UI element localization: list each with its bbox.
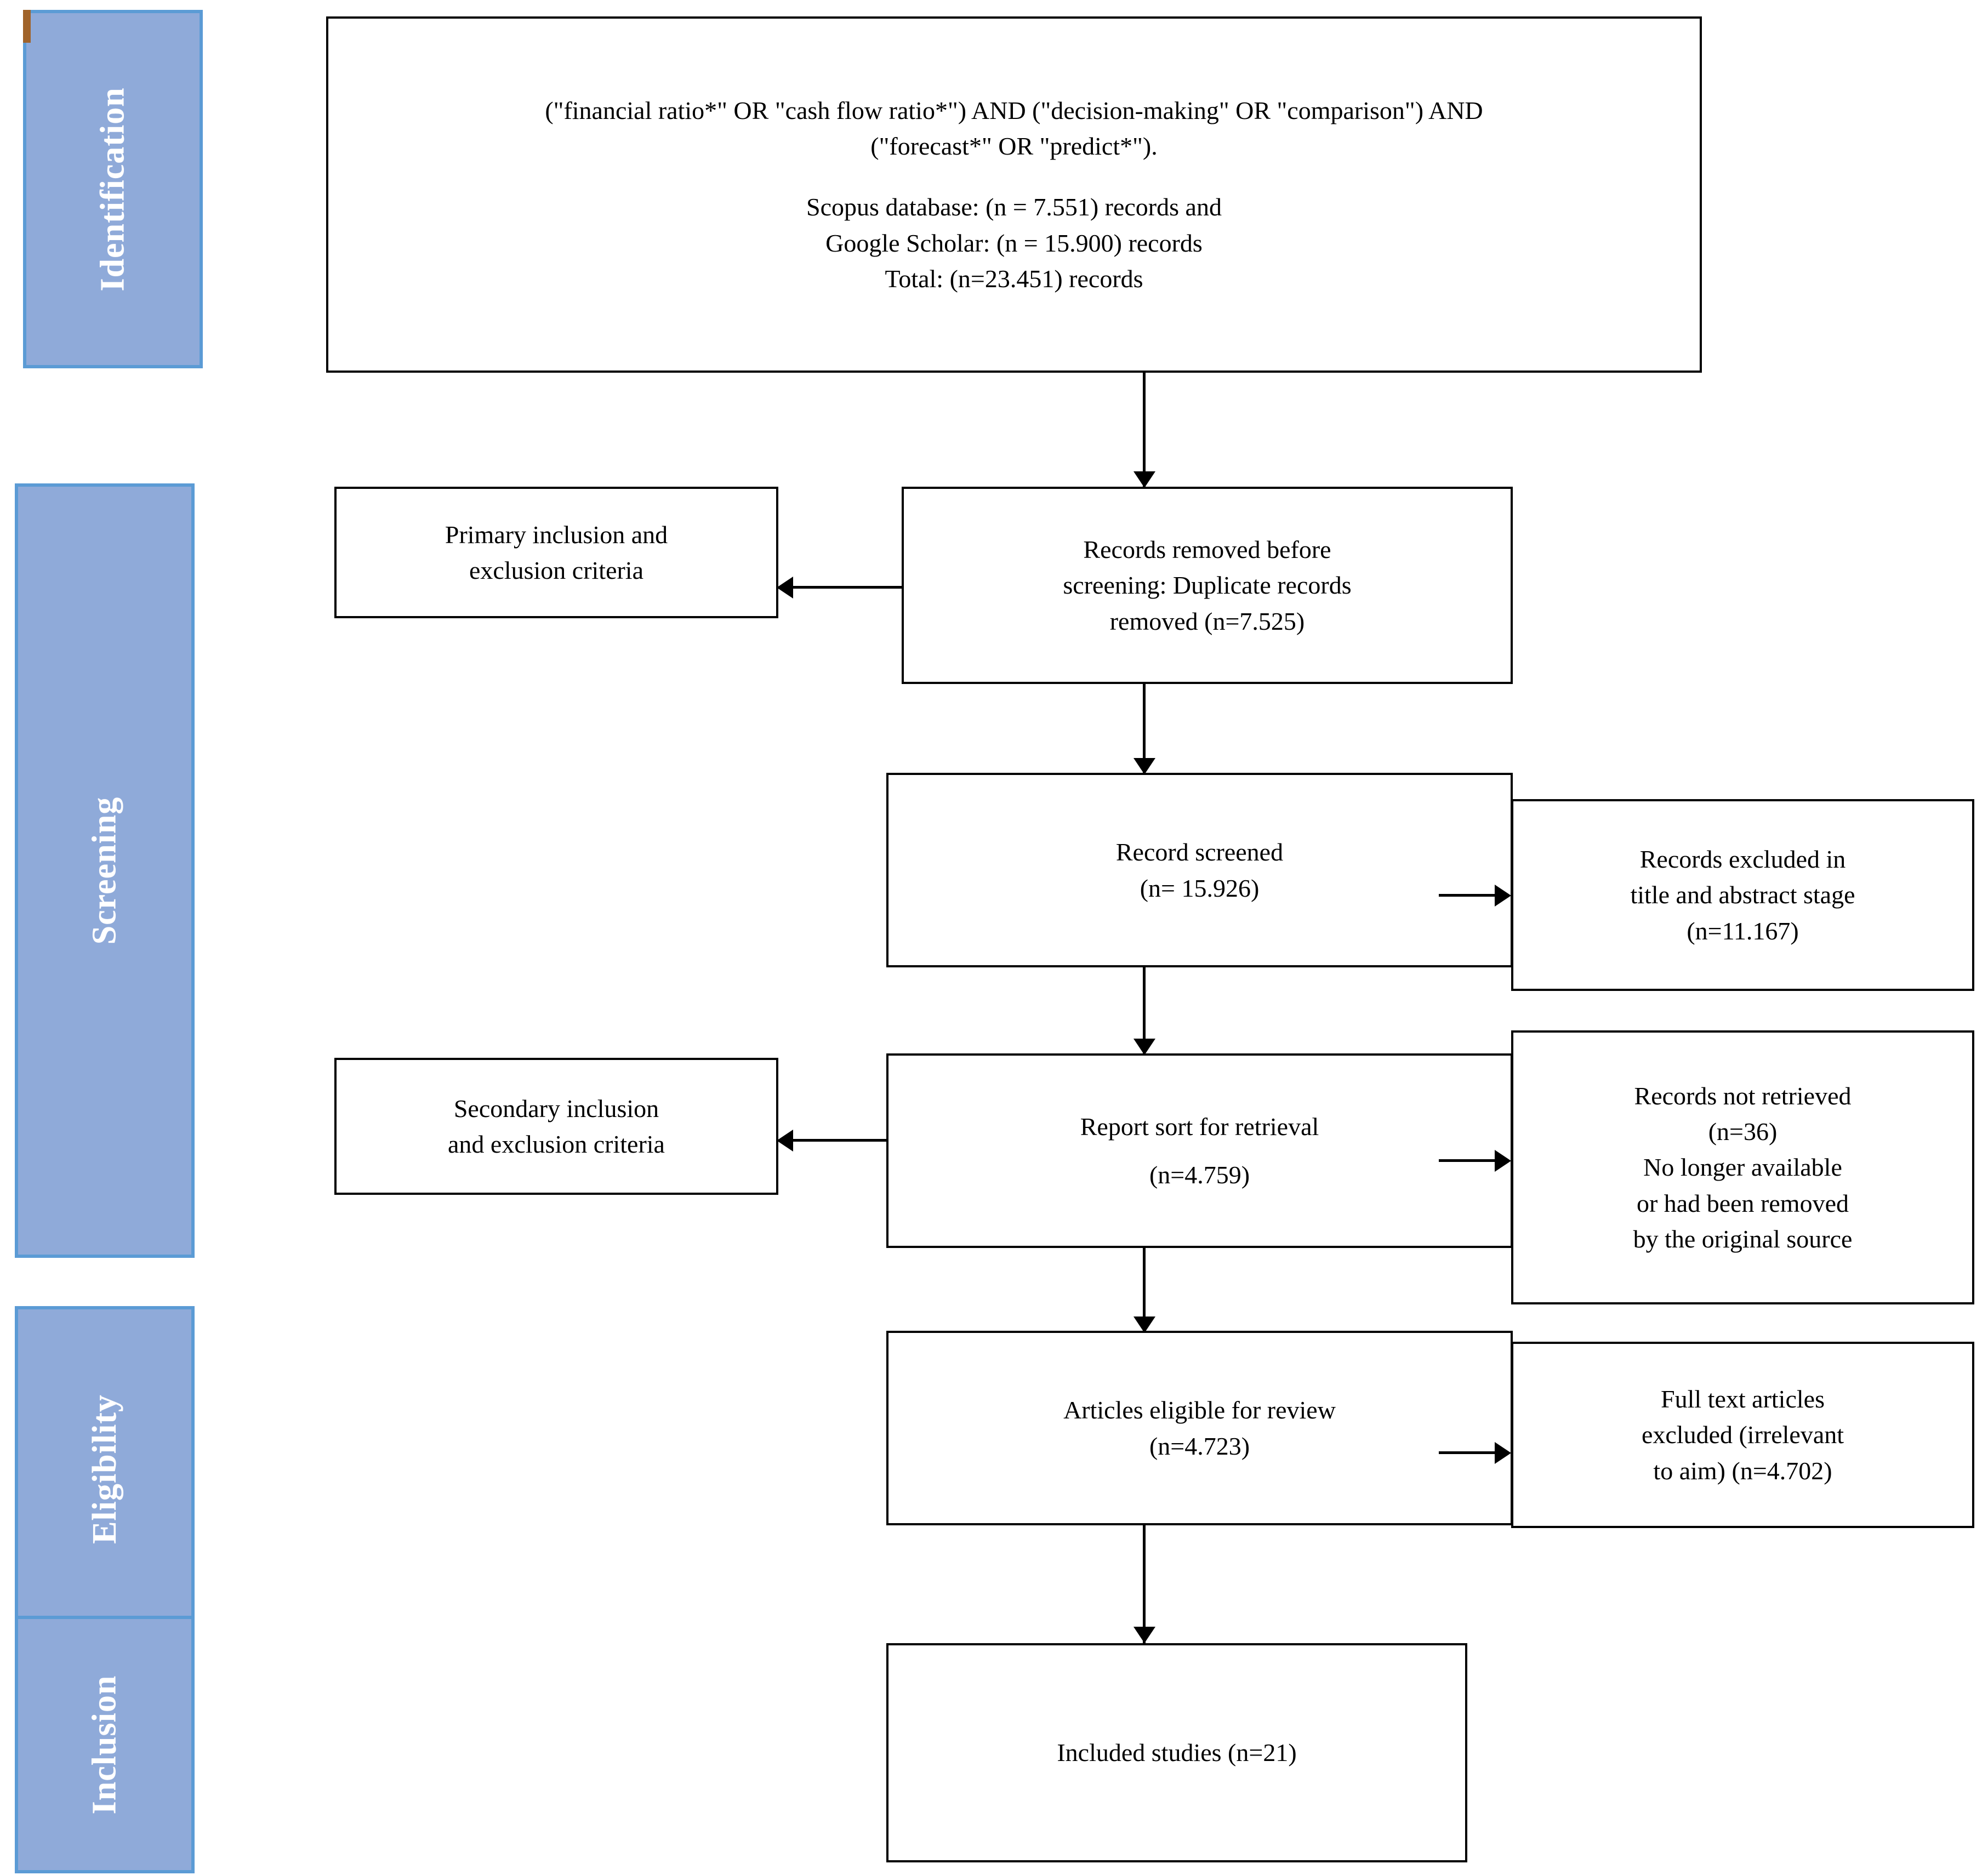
stage-label-eligibility: Eligibility: [86, 1394, 123, 1544]
stage-label-identification: Identification: [94, 87, 132, 292]
arrow-report-sort-to-secondary-icon: [777, 1130, 793, 1152]
stage-panel-identification: Identification: [23, 10, 203, 368]
arrow-duplicates-to-primary-criteria-icon: [777, 577, 793, 599]
scopus-count-line: Scopus database: (n = 7.551) records and: [806, 193, 1222, 221]
articles-eligible-line-1: Articles eligible for review: [1063, 1396, 1336, 1424]
arrow-duplicates-to-screened-icon: [1133, 758, 1155, 774]
stage-label-screening: Screening: [86, 796, 123, 945]
connector-report-sort-to-not-retrieved: [1439, 1159, 1496, 1162]
full-text-excluded-line-3: to aim) (n=4.702): [1653, 1456, 1832, 1485]
connector-eligible-to-included: [1143, 1525, 1146, 1643]
arrow-eligible-to-full-text-excluded-icon: [1495, 1442, 1511, 1464]
connector-report-sort-to-eligible: [1143, 1248, 1146, 1333]
excluded-title-abstract-line-2: title and abstract stage: [1630, 881, 1855, 909]
record-screened-line-1: Record screened: [1115, 838, 1284, 867]
stage-accent-mark: [23, 10, 31, 43]
search-query-line-1: ("financial ratio*" OR "cash flow ratio*…: [545, 96, 1483, 124]
excluded-title-abstract-line-1: Records excluded in: [1639, 845, 1846, 874]
box-articles-eligible: Articles eligible for review (n=4.723): [886, 1331, 1513, 1525]
secondary-criteria-line-1: Secondary inclusion: [453, 1094, 659, 1122]
connector-screened-to-report-sort: [1143, 967, 1146, 1055]
duplicates-line-3: removed (n=7.525): [1109, 607, 1305, 635]
connector-eligible-to-full-text-excluded: [1439, 1451, 1496, 1454]
record-screened-line-2: (n= 15.926): [1140, 874, 1260, 902]
primary-criteria-line-1: Primary inclusion and: [445, 520, 668, 549]
connector-screened-to-excluded-stem: [1439, 894, 1496, 897]
stage-panel-eligibility: Eligibility: [15, 1306, 195, 1632]
search-query-line-2: ("forecast*" OR "predict*").: [870, 132, 1158, 161]
not-retrieved-line-5: by the original source: [1633, 1224, 1853, 1253]
report-sort-line-1: Report sort for retrieval: [1080, 1113, 1319, 1141]
connector-report-sort-to-secondary: [789, 1139, 888, 1142]
arrow-report-sort-to-eligible-icon: [1133, 1317, 1155, 1333]
connector-duplicates-to-screened: [1143, 684, 1146, 774]
total-count-line: Total: (n=23.451) records: [885, 264, 1143, 293]
arrow-report-sort-to-not-retrieved-icon: [1495, 1150, 1511, 1172]
stage-panel-inclusion: Inclusion: [15, 1616, 195, 1873]
full-text-excluded-line-2: excluded (irrelevant: [1641, 1421, 1844, 1449]
included-studies-line-1: Included studies (n=21): [1057, 1739, 1297, 1767]
google-scholar-count-line: Google Scholar: (n = 15.900) records: [825, 229, 1203, 257]
report-sort-line-2: (n=4.759): [1149, 1160, 1250, 1189]
connector-query-to-duplicates: [1143, 373, 1146, 488]
not-retrieved-line-3: No longer available: [1643, 1153, 1842, 1182]
box-included-studies: Included studies (n=21): [886, 1643, 1467, 1862]
excluded-title-abstract-line-3: (n=11.167): [1687, 916, 1799, 945]
box-record-screened: Record screened (n= 15.926): [886, 773, 1513, 967]
duplicates-line-2: screening: Duplicate records: [1063, 571, 1352, 600]
box-secondary-criteria: Secondary inclusion and exclusion criter…: [334, 1058, 778, 1195]
articles-eligible-line-2: (n=4.723): [1149, 1432, 1250, 1460]
stage-panel-screening: Screening: [15, 483, 195, 1258]
not-retrieved-line-2: (n=36): [1708, 1118, 1778, 1146]
arrow-eligible-to-included-icon: [1133, 1627, 1155, 1643]
arrow-screened-to-excluded-icon: [1495, 885, 1511, 907]
secondary-criteria-line-2: and exclusion criteria: [448, 1130, 665, 1158]
box-report-sort-retrieval: Report sort for retrieval (n=4.759): [886, 1053, 1513, 1248]
full-text-excluded-line-1: Full text articles: [1661, 1385, 1825, 1414]
arrow-screened-to-report-sort-icon: [1133, 1039, 1155, 1055]
box-search-query: ("financial ratio*" OR "cash flow ratio*…: [326, 16, 1702, 373]
primary-criteria-line-2: exclusion criteria: [469, 556, 644, 584]
duplicates-line-1: Records removed before: [1083, 535, 1331, 564]
connector-duplicates-to-primary-criteria: [789, 586, 902, 589]
box-full-text-excluded: Full text articles excluded (irrelevant …: [1511, 1342, 1974, 1528]
box-records-not-retrieved: Records not retrieved (n=36) No longer a…: [1511, 1030, 1974, 1304]
not-retrieved-line-1: Records not retrieved: [1634, 1081, 1852, 1110]
box-primary-criteria: Primary inclusion and exclusion criteria: [334, 487, 778, 618]
arrow-query-to-duplicates-icon: [1133, 471, 1155, 488]
box-records-excluded-title-abstract: Records excluded in title and abstract s…: [1511, 799, 1974, 991]
stage-label-inclusion: Inclusion: [86, 1675, 123, 1814]
box-duplicates-removed: Records removed before screening: Duplic…: [902, 487, 1513, 684]
not-retrieved-line-4: or had been removed: [1636, 1189, 1849, 1217]
